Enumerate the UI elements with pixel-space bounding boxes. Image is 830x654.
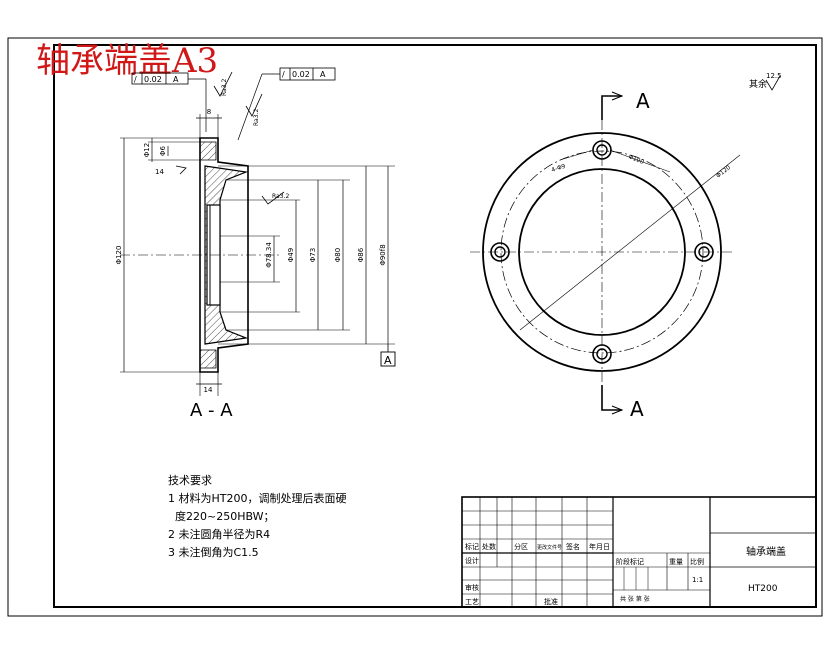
svg-text:审核: 审核 (465, 583, 479, 592)
notes-item-2: 度220~250HBW； (168, 509, 275, 523)
svg-text:阶段标记: 阶段标记 (616, 557, 644, 566)
svg-text:设计: 设计 (465, 556, 479, 565)
dim-86: Φ86 (357, 247, 365, 262)
tolerance-frame-1: / 0.02 A (131, 72, 207, 132)
notes-item-3: 2 未注圆角半径为R4 (168, 527, 270, 541)
roughness-symbols (175, 71, 285, 205)
outer-border (7, 37, 823, 617)
roughness-3: Ra3.2 (272, 193, 289, 200)
svg-text:分区: 分区 (514, 542, 528, 551)
diag-dim: Φ120 (715, 164, 732, 180)
surface-note: 其余 (749, 78, 767, 90)
inner-border (53, 44, 817, 608)
dim-49: Φ49 (287, 248, 295, 262)
svg-text:A: A (173, 75, 179, 84)
technical-notes: 技术要求 1 材料为HT200，调制处理后表面硬 度220~250HBW； 2 … (168, 474, 346, 559)
svg-text:年月日: 年月日 (589, 542, 610, 551)
svg-text:0.02: 0.02 (292, 70, 310, 79)
dim-80: Φ80 (334, 248, 342, 262)
part-material: HT200 (748, 584, 778, 594)
roughness-2: Ra3.2 (253, 109, 260, 126)
cut-mark-bottom: A (630, 397, 644, 421)
part-name: 轴承端盖 (746, 545, 786, 558)
dim-small1: Φ12 (143, 143, 151, 157)
cut-mark-top: A (636, 89, 650, 113)
dim-14: 14 (155, 168, 164, 176)
svg-text:重量: 重量 (669, 558, 683, 566)
notes-heading: 技术要求 (168, 474, 212, 487)
svg-text:更改文件号: 更改文件号 (537, 544, 562, 551)
notes-item-1: 1 材料为HT200，调制处理后表面硬 (168, 491, 346, 505)
hole-note: 4-Φ9 (550, 163, 566, 174)
dim-73: Φ73 (309, 248, 317, 262)
section-view (120, 114, 395, 396)
roughness-1: Ra3.2 (221, 79, 228, 96)
dim-90: Φ90f8 (379, 244, 387, 265)
svg-text:工艺: 工艺 (465, 598, 479, 606)
svg-text:/: / (282, 70, 285, 79)
front-view (470, 91, 741, 415)
pcd-dim: Φ100 (627, 153, 645, 166)
dim-top: 8 (207, 108, 211, 116)
svg-text:签名: 签名 (566, 542, 580, 551)
notes-item-4: 3 未注倒角为C1.5 (168, 545, 259, 559)
surface-note-value: 12.5 (766, 72, 782, 80)
section-label: A - A (190, 400, 233, 421)
tolerance-frame-2: / 0.02 A (237, 67, 336, 141)
datum-label: A (384, 354, 392, 367)
dim-outer: Φ120 (115, 246, 123, 265)
svg-text:1:1: 1:1 (692, 576, 703, 584)
dim-hole: Φ78.34 (265, 242, 273, 268)
svg-text:处数: 处数 (482, 542, 496, 551)
red-title: 轴承端盖A3 (36, 41, 218, 81)
svg-text:批准: 批准 (544, 597, 558, 606)
surface-note-symbol (765, 75, 781, 91)
svg-text:A: A (320, 70, 326, 79)
dim-small2: Φ6 (159, 145, 167, 156)
svg-text:共 张 第 张: 共 张 第 张 (620, 595, 650, 603)
svg-text:/: / (134, 75, 137, 84)
svg-text:比例: 比例 (690, 557, 704, 566)
title-block (461, 496, 817, 608)
svg-text:标记: 标记 (465, 542, 479, 551)
svg-text:0.02: 0.02 (144, 75, 162, 84)
datum-box (380, 351, 396, 367)
dim-bottom: 14 (204, 386, 213, 394)
title-block-text: 标记 处数 分区 更改文件号 签名 年月日 设计 审核 工艺 批准 阶段标记 重… (465, 542, 786, 606)
